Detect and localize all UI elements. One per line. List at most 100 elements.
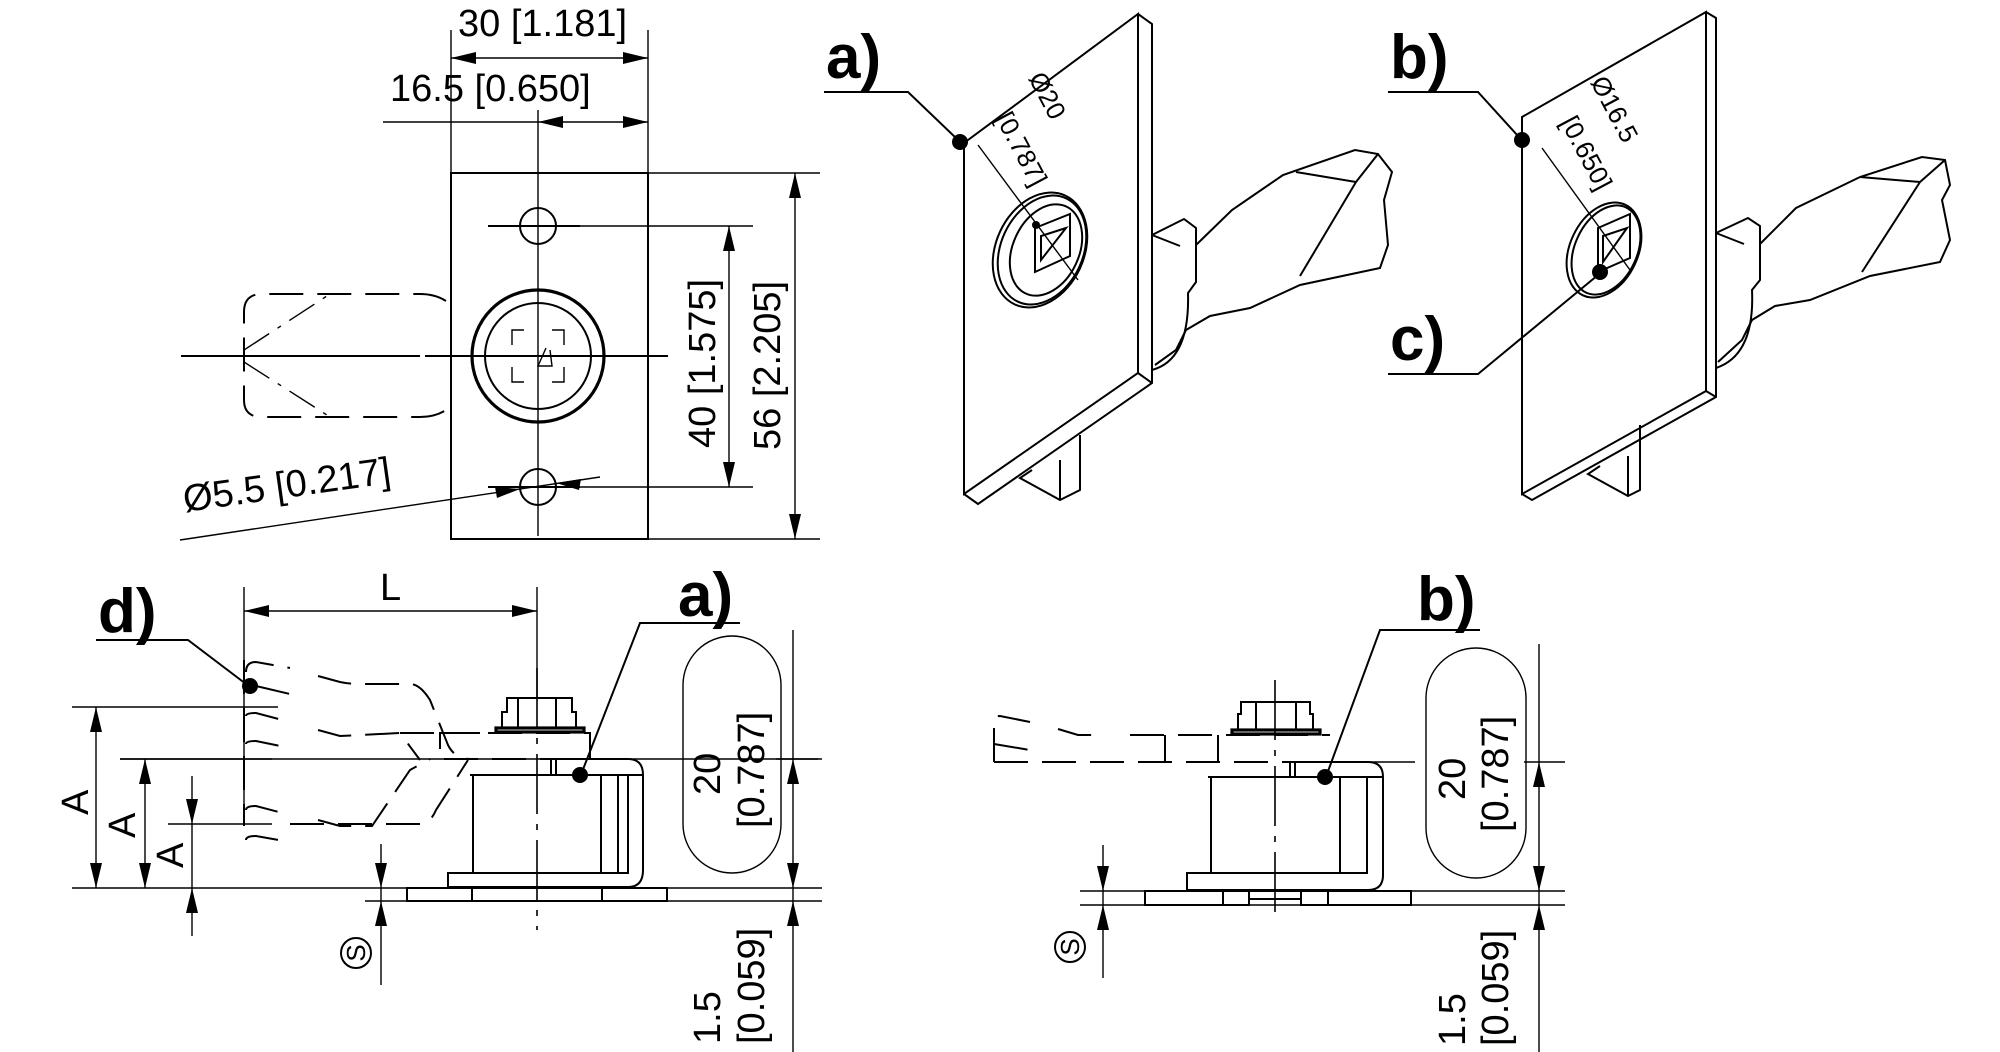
lever-phantom-outline (243, 293, 447, 418)
iso-b-cutout-outer (1565, 201, 1643, 299)
side-view-b: S b) 20 [0.787] 1.5 [0.059] (993, 565, 1565, 1052)
dim-width-overall: 30 [1.181] (458, 3, 627, 45)
callout-c-iso: c) (1390, 305, 1445, 374)
dim-40-arrow-bottom (723, 462, 735, 487)
callout-c-iso-dot (1592, 264, 1608, 280)
side-b-panel-right (1327, 890, 1412, 906)
side-b-height-dim-in: [0.787] (1475, 716, 1517, 832)
dim-height-overall: 56 [2.205] (747, 281, 789, 450)
callout-b-iso: b) (1390, 23, 1449, 92)
iso-b-cam-housing (1715, 216, 1761, 369)
dim-20-arrow-top (787, 759, 799, 784)
callout-a-side-dot (572, 767, 588, 783)
side-b-lever-phantom (993, 714, 1340, 763)
dim-40-arrow-top (723, 226, 735, 251)
dim-56-arrow-top (789, 173, 801, 198)
dim-a1-arrow-top (90, 707, 102, 732)
iso-a-dim-dot (1032, 221, 1040, 229)
side-b-thickness-dim-mm: 1.5 (1432, 993, 1474, 1046)
callout-a-side: a) (678, 561, 733, 630)
iso-a-cam-housing-line (1151, 234, 1181, 247)
dim-hole-leader (179, 476, 601, 541)
lever-phantom-chevron-upper (243, 293, 331, 351)
iso-a-lever-ridge (1295, 171, 1357, 183)
side-a-washer (494, 726, 586, 734)
iso-a-cutout-inner (1008, 203, 1084, 297)
lever-phantom-positions (243, 660, 471, 843)
height-dim-mm: 20 (687, 753, 729, 795)
dim-a2-arrow-top (139, 759, 151, 784)
side-b-height-dim-mm: 20 (1432, 758, 1474, 800)
iso-a-lever-ridge-3 (1355, 153, 1379, 183)
iso-view-b: Ø16.5 [0.650] b) c) (1388, 10, 1952, 502)
side-b-panel-mid-left (1222, 890, 1250, 906)
dim-s-arrow-bottom (375, 901, 387, 926)
iso-a-key-triangle (1040, 226, 1069, 263)
iso-b-lever-ridge-3 (1919, 159, 1946, 183)
side-b-dim-20-arrow-bottom (1533, 866, 1545, 891)
side-b-washer (1230, 728, 1322, 736)
dim-16-5-arrow-left (538, 116, 563, 128)
dim-hole-spacing: 40 [1.575] (682, 279, 724, 448)
dim-l-arrow-right (512, 605, 537, 617)
iso-a-lever (1154, 148, 1394, 366)
side-b-dim-s-arrow-bottom (1097, 905, 1109, 930)
side-b-panel-left (1144, 890, 1224, 906)
thickness-dim-mm: 1.5 (687, 991, 729, 1044)
callout-b-iso-dot (1514, 132, 1530, 148)
dim-30-arrow-left (451, 52, 476, 64)
iso-a-cutout-ring (996, 194, 1088, 306)
side-a-cam-tab (550, 758, 557, 776)
side-a-panel-left (406, 887, 473, 902)
dim-hole-arrow-left (495, 487, 520, 498)
dim-1-5-arrow (787, 901, 799, 926)
dim-width-offset: 16.5 [0.650] (390, 68, 591, 110)
iso-b-bracket (1586, 425, 1641, 498)
iso-b-cutout-ring (1570, 204, 1642, 296)
dim-20-arrow-bottom (787, 863, 799, 888)
panel-thickness-symbol: S (341, 944, 371, 961)
dim-l-arrow-left (244, 605, 269, 617)
dim-hole-arrow-right (556, 479, 581, 490)
side-b-thickness-dim-in: [0.059] (1475, 930, 1517, 1046)
side-b-panel-thickness-symbol-circle (1054, 931, 1086, 963)
callout-b-side: b) (1417, 565, 1476, 634)
iso-a-dim-leader (977, 144, 1079, 281)
side-b-dim-s-arrow-top (1097, 866, 1109, 891)
callout-c-iso-leader (1388, 274, 1599, 375)
side-b-nut (1237, 701, 1314, 731)
side-a-panel-right (601, 887, 668, 902)
iso-b-dim-leader (1541, 147, 1631, 271)
side-b-dim-1-5-arrow (1533, 905, 1545, 930)
callout-b-side-leader (1326, 629, 1480, 775)
dim-a3-arrow-bottom (186, 888, 198, 913)
side-view-a: d) L A A A (55, 561, 822, 1052)
iso-b-lever-ridge-2 (1861, 181, 1921, 273)
iso-a-cutout-mm: Ø20 (1023, 67, 1073, 124)
iso-a-cutout-outer (991, 191, 1089, 309)
dim-16-5-arrow-right (623, 116, 648, 128)
side-b-cam (1186, 761, 1384, 891)
dim-hole-diameter: Ø5.5 [0.217] (180, 450, 393, 521)
side-b-dim-20-arrow-top (1533, 762, 1545, 787)
iso-a-key-square (1034, 212, 1071, 274)
dim-length-label: L (380, 567, 401, 609)
iso-a-lever-ridge-2 (1299, 181, 1357, 277)
iso-a-cam-housing (1151, 217, 1197, 371)
dim-30-arrow-right (623, 52, 648, 64)
iso-b-cam-housing-line (1715, 232, 1745, 245)
dim-a2-label: A (102, 812, 144, 838)
callout-a-iso-dot (952, 134, 968, 150)
callout-a-side-leader (581, 622, 740, 773)
callout-d-dot (242, 678, 258, 694)
iso-b-key-triangle (1602, 226, 1630, 266)
iso-b-lever-ridge (1859, 176, 1921, 183)
iso-b-panel-edge-bottom (1705, 390, 1717, 398)
callout-b-iso-leader (1388, 91, 1519, 137)
callout-a-iso-leader (824, 91, 957, 139)
callout-d: d) (98, 577, 157, 646)
dim-a1-label: A (55, 789, 97, 815)
iso-b-key-square (1597, 212, 1631, 274)
dim-a3-arrow-top (186, 799, 198, 824)
